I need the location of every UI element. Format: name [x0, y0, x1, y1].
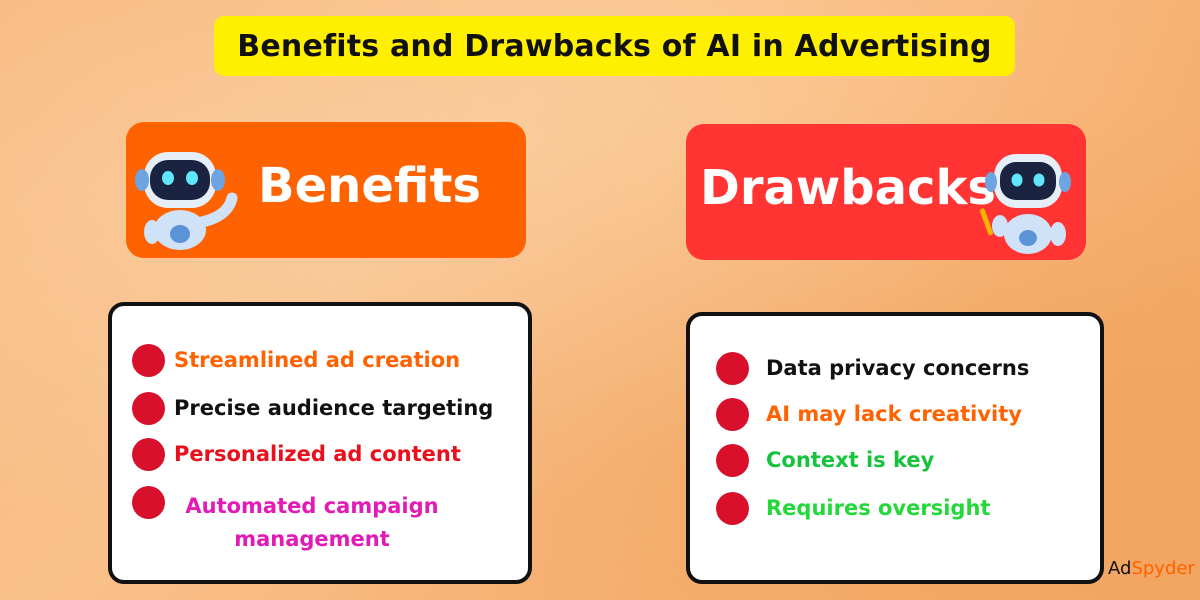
logo-text-ad: Ad — [1108, 558, 1132, 579]
bullet-dot — [132, 486, 165, 519]
list-item: Data privacy concerns — [716, 352, 1029, 385]
list-item: Streamlined ad creation — [132, 344, 460, 377]
bullet-dot — [132, 438, 165, 471]
page-title: Benefits and Drawbacks of AI in Advertis… — [237, 28, 992, 64]
bullet-dot — [716, 444, 749, 477]
benefits-heading: Benefits — [258, 158, 481, 214]
benefit-text: Precise audience targeting — [174, 396, 494, 420]
benefits-card: Streamlined ad creation Precise audience… — [108, 302, 532, 584]
bullet-dot — [132, 392, 165, 425]
benefit-text: Streamlined ad creation — [174, 348, 461, 372]
list-item: Requires oversight — [716, 492, 990, 525]
logo-text-spyder: Spyder — [1131, 558, 1195, 579]
drawback-text: AI may lack creativity — [766, 402, 1022, 426]
bullet-dot — [716, 398, 749, 431]
list-item: AI may lack creativity — [716, 398, 1022, 431]
list-item: Personalized ad content — [132, 438, 461, 471]
bullet-dot — [716, 492, 749, 525]
drawbacks-card: Data privacy concerns AI may lack creati… — [686, 312, 1104, 584]
bullet-dot — [132, 344, 165, 377]
drawbacks-heading: Drawbacks — [700, 160, 996, 216]
list-item: Context is key — [716, 444, 934, 477]
robot-icon — [135, 152, 238, 250]
drawback-text: Data privacy concerns — [766, 356, 1030, 380]
drawback-text: Context is key — [766, 448, 935, 472]
list-item: Precise audience targeting — [132, 392, 493, 425]
benefits-banner: Benefits — [126, 122, 526, 258]
robot-icon — [979, 154, 1071, 254]
drawback-text: Requires oversight — [766, 496, 991, 520]
bullet-dot — [716, 352, 749, 385]
benefit-text: Personalized ad content — [174, 442, 461, 466]
benefit-text: Automated campaign management — [185, 494, 439, 551]
title-banner: Benefits and Drawbacks of AI in Advertis… — [214, 16, 1015, 76]
drawbacks-banner: Drawbacks — [686, 124, 1086, 260]
list-item: Automated campaign management — [132, 486, 457, 556]
